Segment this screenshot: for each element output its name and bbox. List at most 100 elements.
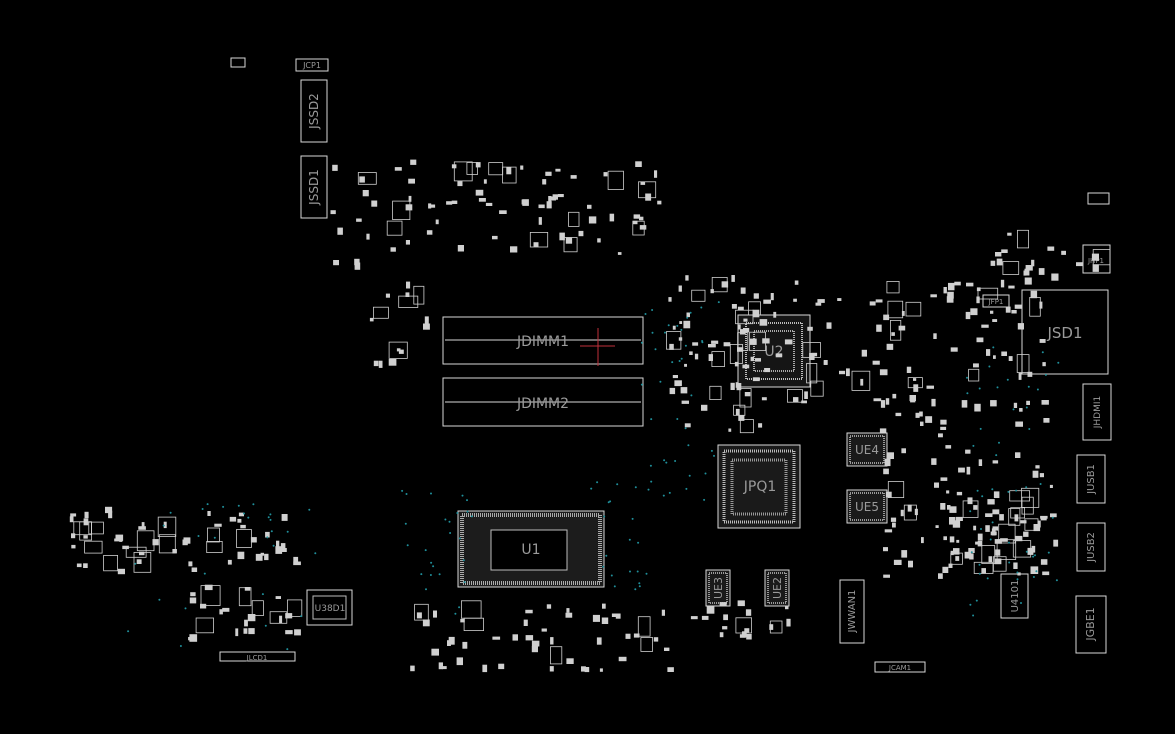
chip-u2[interactable]: U2	[737, 314, 811, 388]
smd-component	[1042, 571, 1050, 576]
smd-component	[1047, 246, 1055, 251]
chip-u4101[interactable]: U4101	[1000, 573, 1029, 619]
smd-component	[286, 599, 303, 617]
smd-component	[1026, 400, 1030, 406]
smd-component	[920, 421, 924, 426]
smd-component	[955, 556, 960, 561]
smd-component	[635, 161, 642, 167]
smd-component	[357, 172, 377, 185]
via	[269, 518, 272, 521]
connector-jwwan1[interactable]: JWWAN1	[839, 579, 865, 644]
smd-component	[990, 310, 994, 314]
smd-component	[1027, 371, 1033, 377]
via	[286, 530, 289, 533]
smd-component	[735, 617, 753, 634]
slot-jdimm2[interactable]: JDIMM2	[442, 377, 644, 427]
chip-ue2[interactable]: UE2	[764, 569, 790, 607]
connector-jlcd1[interactable]: JLCD1	[219, 651, 296, 662]
smd-component	[1030, 566, 1039, 574]
smd-component	[807, 326, 813, 331]
ue5-label: UE5	[855, 500, 879, 514]
via	[636, 570, 639, 573]
connector-jcam1[interactable]: JCAM1	[874, 661, 926, 673]
smd-component	[603, 172, 608, 177]
connector-jfp1[interactable]: JFP1	[982, 294, 1010, 308]
via	[270, 530, 273, 533]
via	[300, 615, 303, 618]
smd-component	[701, 404, 708, 411]
via	[1025, 550, 1028, 553]
connector-jsd1[interactable]: JSD1	[1021, 289, 1109, 375]
chip-jpq1[interactable]: JPQ1	[717, 444, 801, 529]
chip-u1[interactable]: U1	[457, 510, 605, 588]
connector-jusb2[interactable]: JUSB2	[1076, 522, 1106, 572]
connector-jusb1[interactable]: JUSB1	[1076, 454, 1106, 504]
via	[638, 582, 641, 585]
smd-component	[478, 197, 486, 202]
via	[596, 481, 599, 484]
smd-component	[243, 628, 248, 634]
smd-component	[248, 628, 255, 635]
via-field	[127, 301, 1060, 651]
chip-ue4[interactable]: UE4	[846, 432, 888, 467]
via	[662, 494, 665, 497]
smd-component	[408, 195, 412, 202]
smd-component	[405, 204, 413, 211]
smd-component	[394, 167, 402, 171]
connector-jssd2[interactable]: JSSD2	[300, 79, 328, 143]
smd-component	[919, 411, 923, 417]
connector-jcp1[interactable]: JCP1	[295, 58, 329, 72]
via	[420, 573, 423, 576]
smd-component	[645, 193, 652, 201]
smd-component	[681, 400, 689, 404]
connector-jgbe1[interactable]: JGBE1	[1075, 595, 1107, 654]
smd-component	[1053, 539, 1059, 547]
smd-component	[683, 320, 691, 329]
smd-component	[996, 539, 1017, 560]
smd-component	[1051, 273, 1059, 281]
jhp1-label: JHP1	[1087, 257, 1104, 265]
smd-component	[876, 324, 882, 332]
smd-component	[990, 260, 996, 266]
smd-component	[749, 338, 757, 345]
slot-jdimm1[interactable]: JDIMM1	[442, 316, 644, 366]
chip-ue3[interactable]: UE3	[705, 569, 731, 607]
smd-component	[1000, 279, 1005, 288]
via	[671, 361, 674, 364]
smd-component	[1024, 518, 1039, 531]
via	[644, 313, 647, 315]
via	[972, 444, 975, 447]
smd-component	[602, 603, 606, 609]
via	[197, 535, 200, 537]
smd-component	[883, 574, 890, 578]
smd-component	[730, 382, 735, 391]
smd-component	[948, 282, 955, 291]
via	[690, 394, 693, 397]
smd-component	[810, 380, 824, 397]
connector-jhdmi1[interactable]: JHDMI1	[1082, 383, 1112, 441]
via	[700, 306, 703, 309]
smd-component	[463, 617, 485, 632]
connector-jssd1[interactable]: JSSD1	[300, 155, 328, 219]
via	[602, 565, 605, 568]
smd-component	[442, 666, 447, 670]
smd-component	[1002, 261, 1020, 275]
chip-ue5[interactable]: UE5	[846, 489, 888, 524]
smd-component	[207, 510, 211, 516]
via	[710, 449, 713, 452]
via	[998, 441, 1000, 444]
smd-component	[1023, 531, 1029, 537]
smd-component	[1091, 253, 1100, 261]
smd-component	[965, 311, 971, 320]
smd-component	[964, 551, 972, 559]
ue4-label: UE4	[855, 443, 879, 457]
via	[713, 454, 715, 457]
smd-component	[770, 292, 774, 301]
smd-component	[998, 523, 1016, 544]
via	[966, 392, 969, 395]
via	[430, 561, 433, 564]
smd-component	[691, 289, 706, 302]
chip-u38d1[interactable]: U38D1	[306, 589, 353, 626]
smd-component	[359, 176, 365, 183]
smd-component	[949, 536, 955, 543]
